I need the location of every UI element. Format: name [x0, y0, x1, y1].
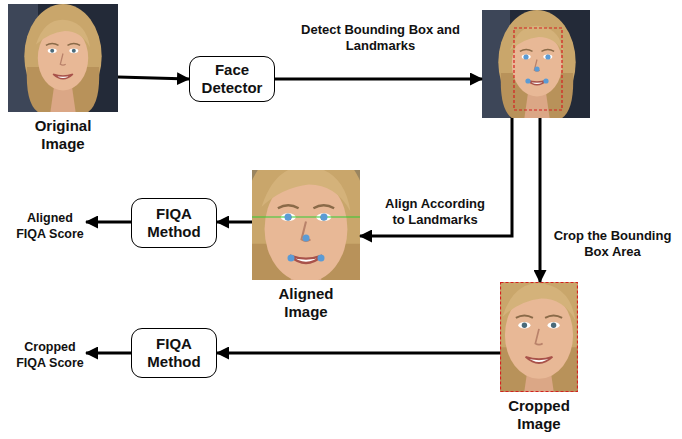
- face: [500, 282, 578, 392]
- bounding-box: [514, 28, 562, 110]
- photo-background: [8, 4, 118, 112]
- face: [252, 170, 360, 280]
- aligned-photo: [252, 170, 360, 280]
- landmark-dot: [543, 78, 548, 83]
- flow-arrow: [86, 352, 131, 355]
- flow-arrow: [360, 118, 512, 236]
- flow-arrow: [118, 77, 189, 79]
- edge-label: Align According to Landmarks: [378, 196, 492, 228]
- face: [498, 10, 575, 118]
- photo-node: Original Image: [8, 4, 118, 153]
- box-label: FIQA Method: [138, 335, 210, 371]
- landmark-dot: [288, 255, 295, 262]
- photo-node: [482, 10, 590, 118]
- landmark-dot: [523, 54, 528, 59]
- output-text: Aligned FIQA Score: [14, 210, 86, 242]
- edge-label: Crop the Bounding Box Area: [550, 228, 675, 260]
- process-box: FIQA Method: [131, 328, 217, 378]
- landmark-dot: [525, 78, 530, 83]
- flow-arrow: [217, 352, 500, 355]
- landmark-dot: [318, 255, 325, 262]
- box-label: FIQA Method: [138, 205, 210, 241]
- photo-background: [482, 10, 590, 118]
- landmark-dot: [285, 214, 292, 221]
- flow-arrow: [217, 221, 252, 224]
- flow-arrow: [86, 221, 131, 224]
- score-label: Cropped FIQA Score: [14, 339, 86, 371]
- landmark-dot: [321, 214, 328, 221]
- detected-photo: [482, 10, 590, 118]
- box-label: Face Detector: [196, 61, 268, 97]
- photo-node: Aligned Image: [252, 170, 360, 321]
- original-photo: [8, 4, 118, 112]
- photo-node: Cropped Image: [500, 282, 578, 433]
- output-text: Cropped FIQA Score: [14, 339, 86, 371]
- face: [24, 4, 101, 112]
- edge-label: Detect Bounding Box and Landmarks: [298, 22, 463, 54]
- landmark-dot: [303, 235, 310, 242]
- alignment-line: [252, 216, 360, 217]
- image-caption: Cropped Image: [500, 397, 578, 433]
- process-box: FIQA Method: [131, 198, 217, 248]
- landmark-dot: [534, 66, 539, 71]
- score-label: Aligned FIQA Score: [14, 210, 86, 242]
- crop-border: [501, 283, 578, 392]
- image-caption: Aligned Image: [266, 285, 346, 321]
- flow-arrow: [275, 78, 482, 81]
- process-box: Face Detector: [189, 56, 275, 102]
- image-caption: Original Image: [23, 117, 103, 153]
- landmark-dot: [545, 54, 550, 59]
- flow-arrow: [539, 118, 542, 282]
- cropped-photo: [500, 282, 578, 392]
